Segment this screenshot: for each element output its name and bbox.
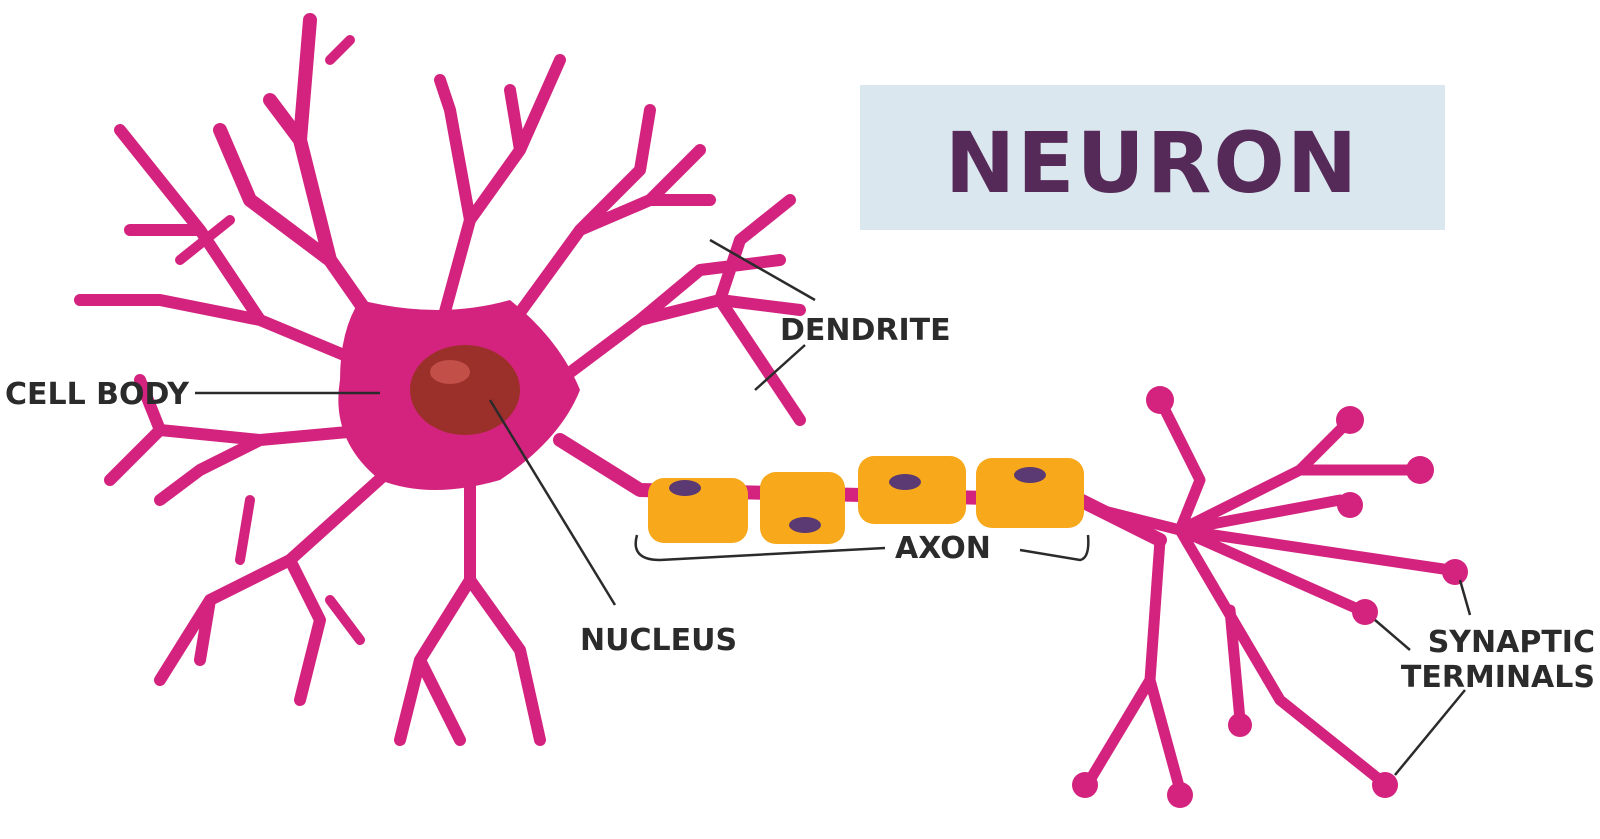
synaptic-label-line1: SYNAPTIC	[1428, 625, 1595, 660]
nucleus-highlight	[430, 360, 470, 384]
nucleus-label: NUCLEUS	[580, 623, 737, 658]
synaptic-label-line2: TERMINALS	[1401, 660, 1595, 695]
title-box	[860, 85, 1445, 230]
myelin-sheaths	[648, 456, 1084, 544]
title: NEURON	[945, 114, 1359, 212]
dendrite-label: DENDRITE	[780, 313, 951, 348]
synaptic-terminals	[1072, 386, 1468, 808]
cell-body-label: CELL BODY	[5, 377, 190, 412]
axon-label: AXON	[895, 531, 991, 566]
leader-lines	[195, 238, 1472, 776]
dendrites	[74, 13, 806, 746]
